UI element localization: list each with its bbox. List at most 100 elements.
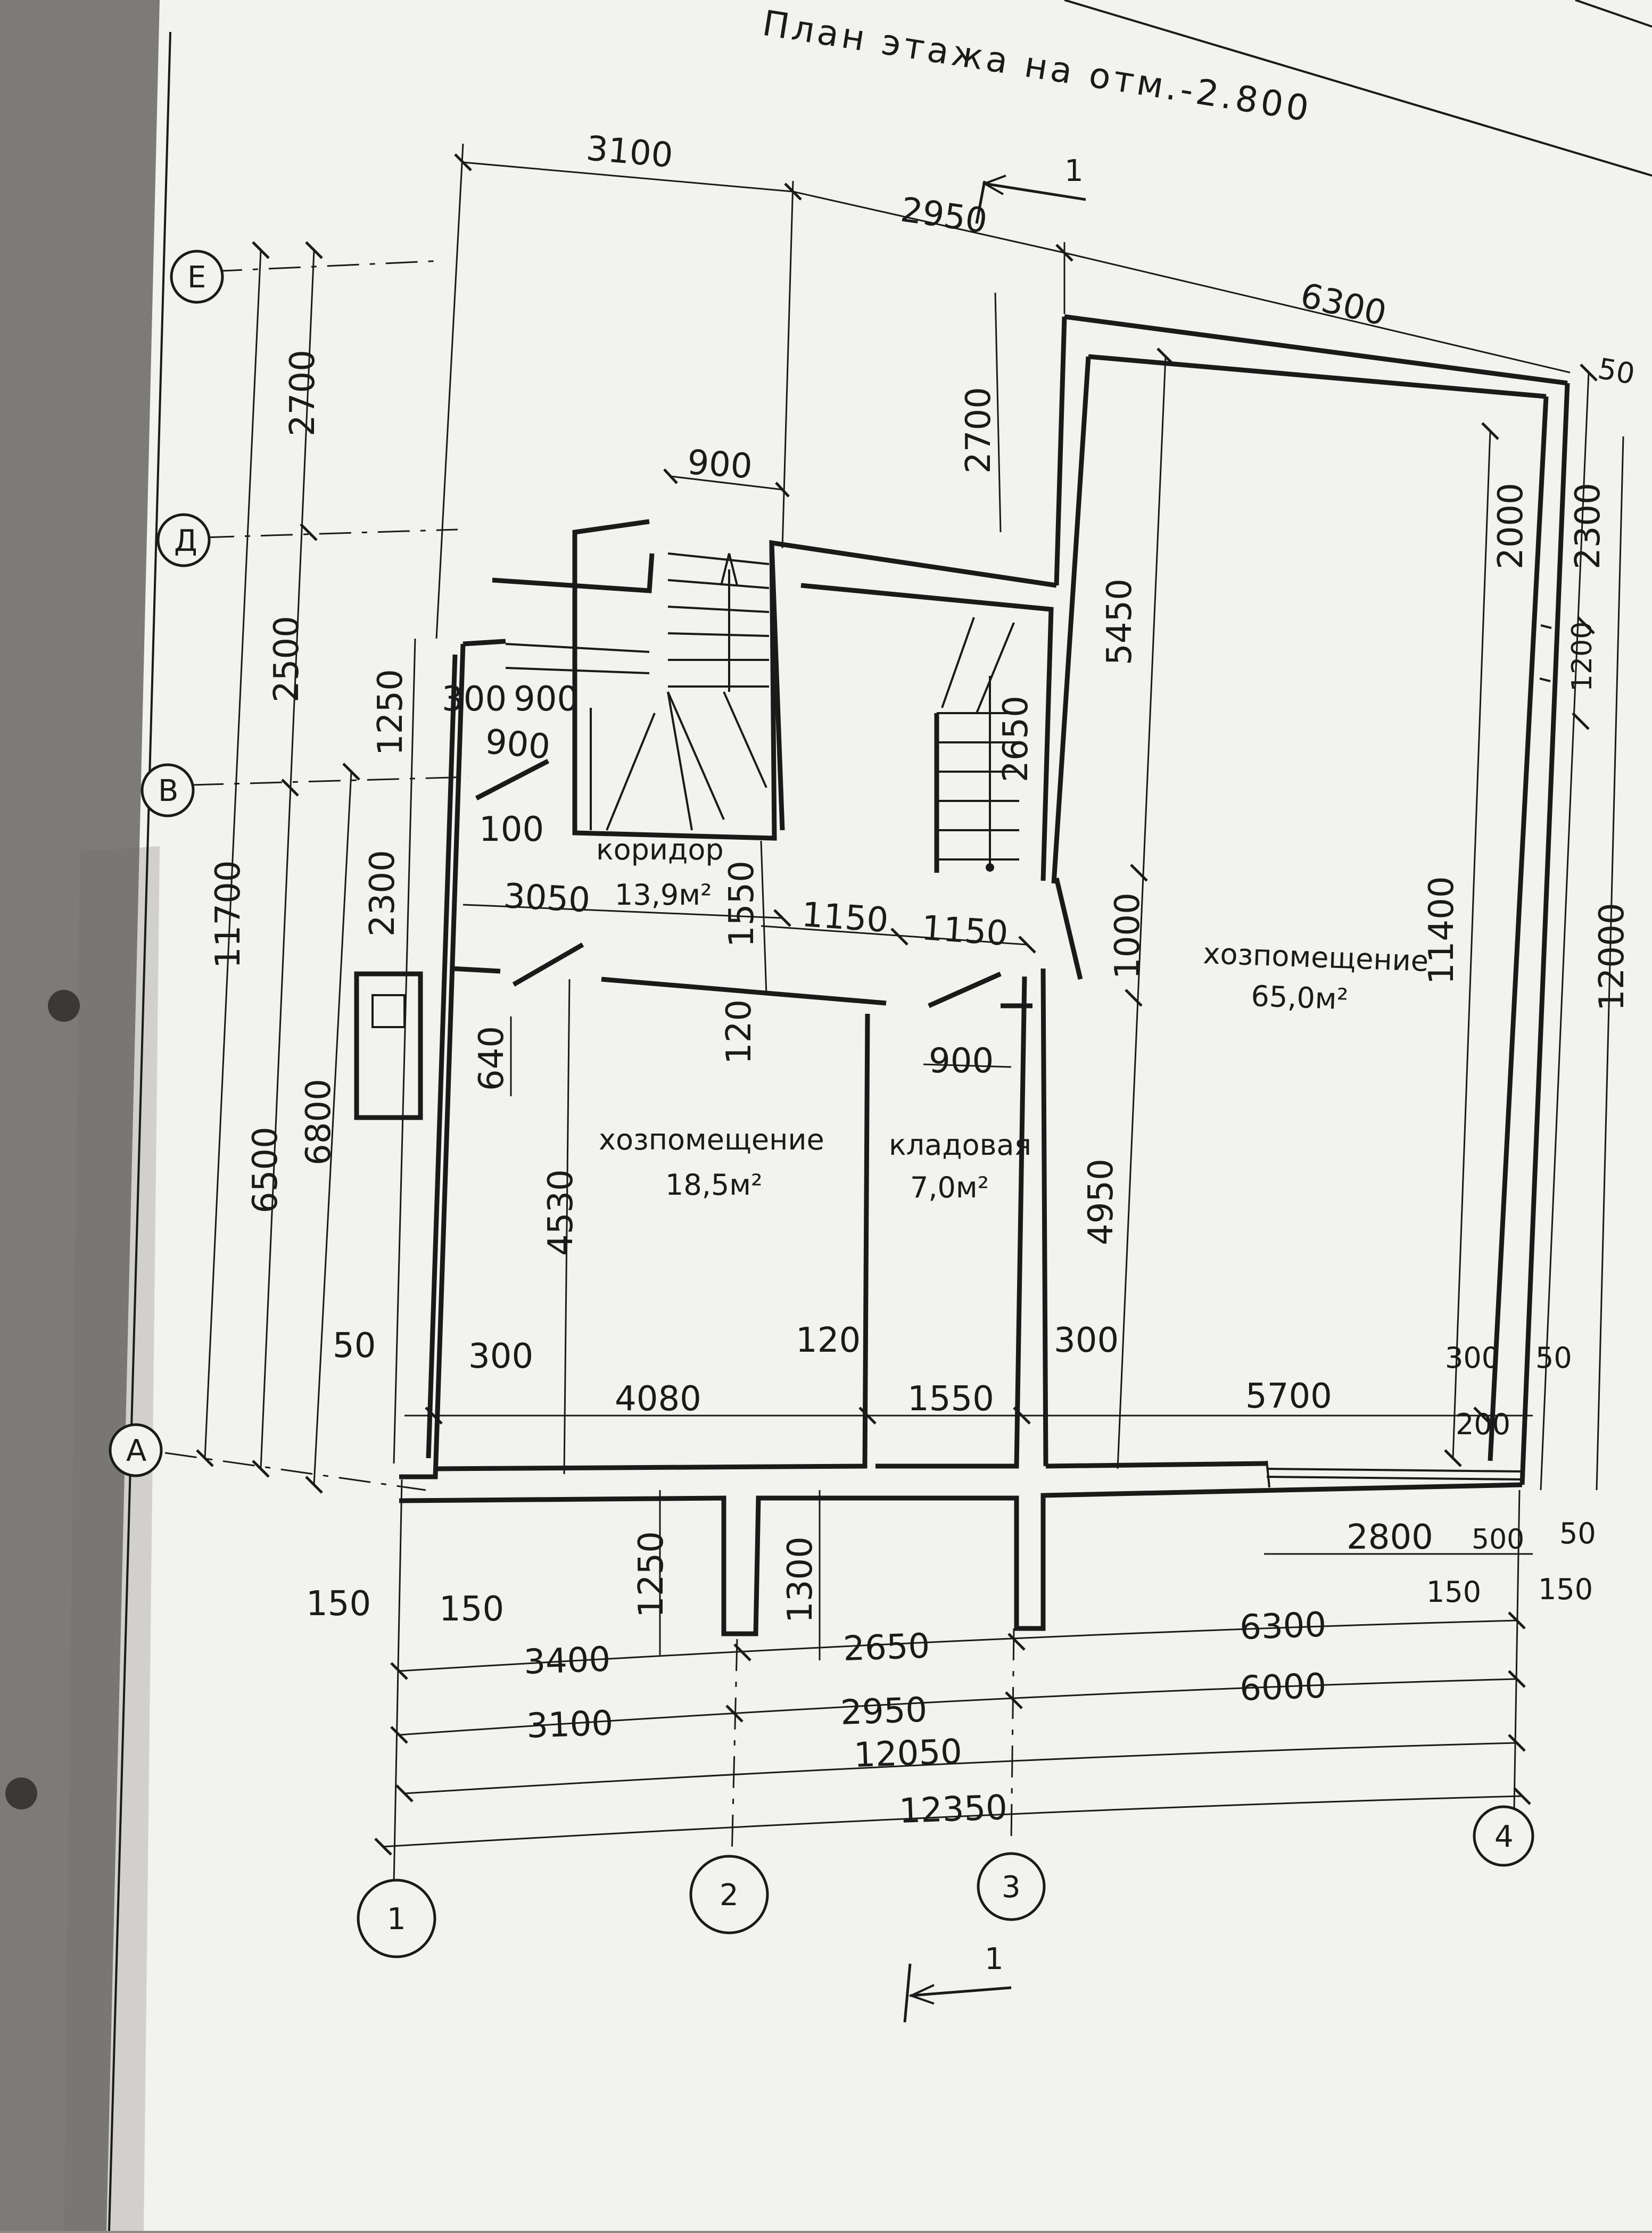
dim-tick [890, 928, 908, 946]
dim-4530 [563, 979, 571, 1475]
dim-ext [781, 180, 794, 549]
axis-col-line-2 [731, 1639, 738, 1858]
dim-text: 3050 [502, 876, 591, 920]
dim-tick [1444, 1449, 1462, 1467]
section-arrow-bottom [908, 1984, 935, 2005]
wall-corridor [601, 977, 887, 1006]
dim-900-pantry [923, 1063, 1012, 1068]
dim-text: 50 [1535, 1341, 1572, 1375]
stair-tread [505, 667, 650, 674]
stair-tread [667, 579, 770, 589]
dim-ext [994, 292, 1002, 533]
dim-tick [252, 1460, 270, 1478]
wall-big-left-lower [1040, 968, 1048, 1467]
dim-tick [858, 1407, 877, 1425]
axis-label-col: 3 [1002, 1870, 1021, 1905]
dim-text: 6000 [1239, 1666, 1327, 1709]
dim-tick [342, 763, 360, 781]
dim-tick [300, 523, 318, 541]
dim-text: 1550 [722, 861, 762, 947]
stair-tread [667, 632, 770, 637]
dim-text: 2300 [1568, 483, 1608, 569]
dim-tick [1157, 348, 1175, 366]
dim-text: 120 [796, 1321, 861, 1360]
dim-text: 4530 [541, 1169, 581, 1256]
axis-label-row: Е [187, 260, 206, 295]
walls [354, 314, 1570, 1636]
dim-text: 640 [472, 1026, 511, 1091]
stair-tread [505, 643, 650, 653]
axis-row-line [191, 776, 469, 786]
stair-arrow [720, 553, 738, 586]
window [1539, 677, 1551, 682]
dim-text: 11400 [1422, 876, 1461, 985]
dim-tick [196, 1449, 214, 1467]
room-area-pantry: 7,0м² [910, 1171, 989, 1204]
dim-text: 900 [686, 443, 754, 486]
dim-tick [1572, 712, 1590, 730]
axis-label-col: 4 [1494, 1820, 1514, 1854]
section-line-top [984, 182, 1086, 201]
wall-right-inner [1488, 396, 1549, 1461]
dim-text: 150 [306, 1584, 371, 1624]
dim-tick [1130, 864, 1148, 882]
stairs [505, 552, 1019, 872]
wall-room-b [875, 976, 1027, 1469]
dim-text: 150 [439, 1590, 504, 1629]
wall-stair-top [462, 639, 506, 647]
doors [475, 624, 1552, 1008]
binder-hole [48, 990, 80, 1022]
wall-bottom-inner [1045, 1461, 1267, 1469]
axis-bubble-row [170, 250, 224, 304]
dim-chain-4 [383, 1795, 1523, 1848]
dim-tick [1577, 616, 1595, 634]
dim-chain-2 [399, 1678, 1517, 1736]
dim-text: 1550 [907, 1379, 994, 1419]
dim-tick [775, 482, 790, 498]
binding-shadow [64, 846, 160, 2231]
wall-stair-block [769, 542, 785, 831]
dim-tick [773, 909, 791, 927]
dim-tick [1580, 363, 1598, 382]
wall-room-a [433, 1013, 870, 1471]
dim-3050 [462, 904, 783, 919]
dim-left-2 [260, 250, 315, 1469]
frame-line-left [108, 31, 171, 2231]
dim-text: 50 [1596, 352, 1638, 391]
dim-text: 1300 [781, 1536, 820, 1623]
dim-tick [454, 153, 472, 171]
dim-text: 2700 [283, 350, 323, 436]
axis-bubble-col [689, 1855, 769, 1934]
section-line-bottom [910, 1986, 1012, 1997]
dim-tick [395, 1784, 414, 1802]
wall-stair-block [572, 519, 1057, 841]
dim-text: 6300 [1239, 1605, 1327, 1648]
dim-tick [663, 468, 678, 484]
axis-row-line [202, 528, 458, 539]
dim-text: 150 [1426, 1575, 1481, 1609]
dim-text: 6500 [246, 1127, 285, 1213]
wall-big-left-inner [1051, 356, 1091, 884]
dim-text: 2700 [959, 387, 998, 474]
dim-2300 [393, 638, 416, 1464]
axis-label-row: В [158, 774, 178, 808]
axis-label-col: 2 [720, 1878, 739, 1913]
dim-text: 2800 [1347, 1518, 1433, 1557]
axis-label-row: Д [174, 524, 197, 558]
axis-bubble-row [141, 763, 195, 817]
binder-hole [5, 1777, 37, 1809]
dim-text: 300 [1054, 1321, 1119, 1360]
dim-text: 300 [1445, 1341, 1500, 1375]
section-line-top [975, 180, 986, 224]
dim-text: 50 [333, 1326, 376, 1366]
dim-tick [1508, 1734, 1526, 1752]
dim-tick [1013, 1407, 1031, 1425]
section-arrow-top [982, 175, 1006, 195]
dim-text: 2000 [1491, 483, 1531, 569]
room-name-pantry: кладовая [889, 1128, 1031, 1162]
dim-1150 [761, 925, 1028, 946]
axis-bubble-col [1473, 1805, 1534, 1867]
dim-900-top [670, 475, 783, 491]
gate-line [1266, 1468, 1523, 1473]
